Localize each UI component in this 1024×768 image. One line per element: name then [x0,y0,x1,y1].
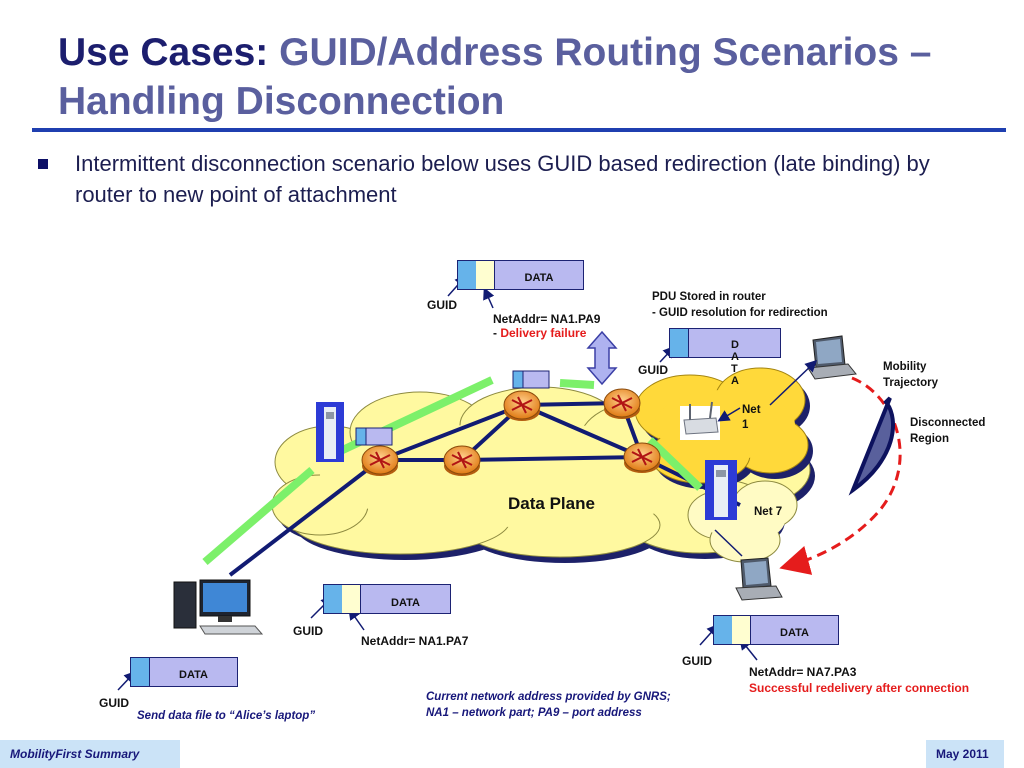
guid-segment [131,658,150,686]
title-rest: GUID/Address Routing Scenarios – Handlin… [58,31,932,123]
net7-cloud [687,480,798,563]
gnrs-line2: NA1 – network part; PA9 – port address [426,707,642,719]
successful-redelivery-text: Successful redelivery after connection [749,681,970,695]
packet-bottom-left: DATA [130,657,238,687]
access-point-icon [680,401,720,440]
gnrs-note: Current network address provided by GNRS… [426,689,671,721]
address-segment [732,616,751,644]
net1-label: Net 1 [742,404,761,431]
antenna-tower-left [316,402,344,462]
laptop-icon-bottom [735,557,783,601]
address-segment [342,585,361,613]
mobility-trajectory [779,376,902,575]
footer-left: MobilityFirst Summary [0,740,180,768]
delivery-prefix: - [493,326,501,340]
disconnected-region-label: Disconnected Region [910,415,985,447]
title-underline [32,128,1006,132]
guid-label-mid-left: GUID [293,624,323,638]
data-segment: DATA [524,272,554,284]
in-network-packets [355,370,550,446]
packet-bottom-right: DATA [713,615,839,645]
pdu-stored-label: PDU Stored in router - GUID resolution f… [652,289,828,321]
pdu-line2: - GUID resolution for redirection [652,307,828,319]
guid-segment [714,616,733,644]
bullet-text: Intermittent disconnection scenario belo… [75,151,930,207]
bullet-marker [38,159,48,169]
data-segment: DATA [780,627,809,639]
guid-label-stored: GUID [638,363,668,377]
netaddr-mid-left: NetAddr= NA1.PA7 [361,634,469,648]
packet-mid-left: DATA [323,584,451,614]
guid-segment [324,585,343,613]
data-plane-label: Data Plane [508,494,595,513]
guid-segment [458,261,477,289]
antenna-tower-right [705,460,737,520]
data-segment: DATA [391,597,420,609]
pdu-line1: PDU Stored in router [652,291,766,303]
footer-right: May 2011 [926,740,1004,768]
mobility-line2: Trajectory [883,377,938,389]
packet-top: DATA [457,260,584,290]
netaddr-top: NetAddr= NA1.PA9 - Delivery failure [493,312,600,340]
mobility-line1: Mobility [883,361,927,373]
netaddr-bottom-right: NetAddr= NA7.PA3 Successful redelivery a… [749,664,969,696]
slide-title: Use Cases: GUID/Address Routing Scenario… [58,28,998,126]
title-lead: Use Cases: [58,31,269,74]
delivery-failure-line: - Delivery failure [493,326,600,340]
send-data-note: Send data file to “Alice’s laptop” [137,710,316,722]
netaddr-top-text: NetAddr= NA1.PA9 [493,312,601,326]
data-segment: DATA [731,339,739,387]
net7-label: Net 7 [754,506,783,518]
routers [361,388,661,476]
disconnected-line2: Region [910,433,949,445]
guid-label-top: GUID [427,298,457,312]
netaddr-bottom-right-text: NetAddr= NA7.PA3 [749,665,857,679]
mobility-trajectory-label: Mobility Trajectory [883,359,938,391]
packet-stored: DATA [669,328,781,387]
storage-arrow [586,330,618,386]
delivery-failure-text: Delivery failure [500,326,587,340]
desktop-computer-icon [173,579,264,635]
data-segment: DATA [179,669,208,681]
address-segment [476,261,495,289]
guid-label-bottom-right: GUID [682,654,712,668]
disconnected-region [848,396,895,496]
guid-segment [670,329,689,357]
gnrs-line1: Current network address provided by GNRS… [426,691,671,703]
guid-label-bottom-left: GUID [99,696,129,710]
laptop-icon-top [807,335,857,380]
pointer-lines [117,274,818,691]
disconnected-line1: Disconnected [910,417,986,429]
